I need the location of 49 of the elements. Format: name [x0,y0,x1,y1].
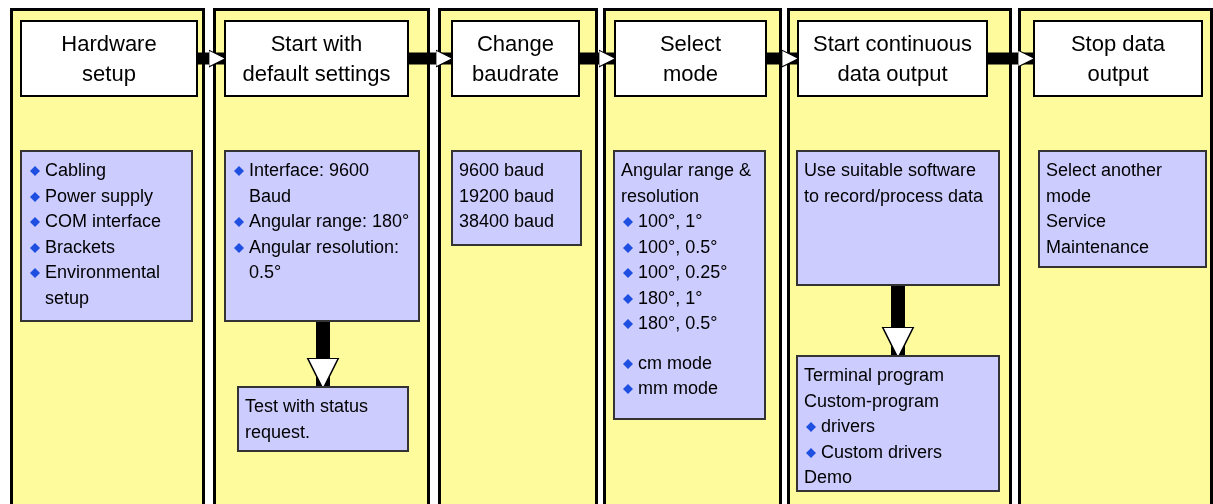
list-item: Interface: 9600 Baud [249,159,371,208]
list-item: Custom drivers [821,440,943,464]
list-item: Angular resolution: 0.5° [249,235,401,284]
step-title: Select mode [658,29,723,88]
detail-box [796,150,1000,286]
detail-box [1038,150,1207,268]
step-title: Stop data output [1069,29,1167,88]
step-box [451,20,580,97]
list-item: Maintenance [1046,235,1150,259]
list-item: 100°, 0.5° [638,235,718,259]
detail-box [451,150,582,246]
list-item: 9600 baud [459,159,545,182]
list-item: 100°, 1° [638,210,703,233]
list-item: mm mode [638,377,718,400]
detail-box [224,150,420,322]
detail-box [237,386,409,452]
list-item: Demo [804,466,852,489]
list-item: COM interface [45,210,162,233]
list-item: 180°, 1° [638,286,703,310]
list-item: cm mode [638,351,713,375]
step-box [224,20,409,97]
list-item: 38400 baud [459,210,555,233]
step-title: Hardware setup [60,29,158,88]
list-item: Power supply [45,184,154,208]
list-item: drivers [821,415,875,438]
list-item: Angular range: 180° [249,210,410,233]
list-item: Terminal program [804,364,945,387]
detail-box [796,355,1000,492]
list-item: Use suitable software to record/process data [804,159,985,208]
list-item: Angular range & resolution [621,159,753,208]
step-box [20,20,198,97]
detail-box [20,150,193,322]
list-item: Test with status request. [245,395,370,444]
list-item: Select another mode [1046,159,1164,208]
step-title: Change baudrate [471,29,560,88]
list-item: Brackets [45,235,116,259]
step-box [1033,20,1203,97]
list-item: Service [1046,210,1107,233]
detail-box [613,150,766,420]
list-item: 180°, 0.5° [638,312,718,335]
step-box [614,20,767,97]
list-item: Custom-program [804,389,940,413]
list-item: Cabling [45,159,107,182]
list-item: 19200 baud [459,184,555,208]
list-item: 100°, 0.25° [638,261,728,284]
step-title: Start with default settings [241,29,392,88]
step-title: Start continuous data output [813,29,972,88]
list-item: Environmental setup [45,261,162,310]
step-box [797,20,988,97]
